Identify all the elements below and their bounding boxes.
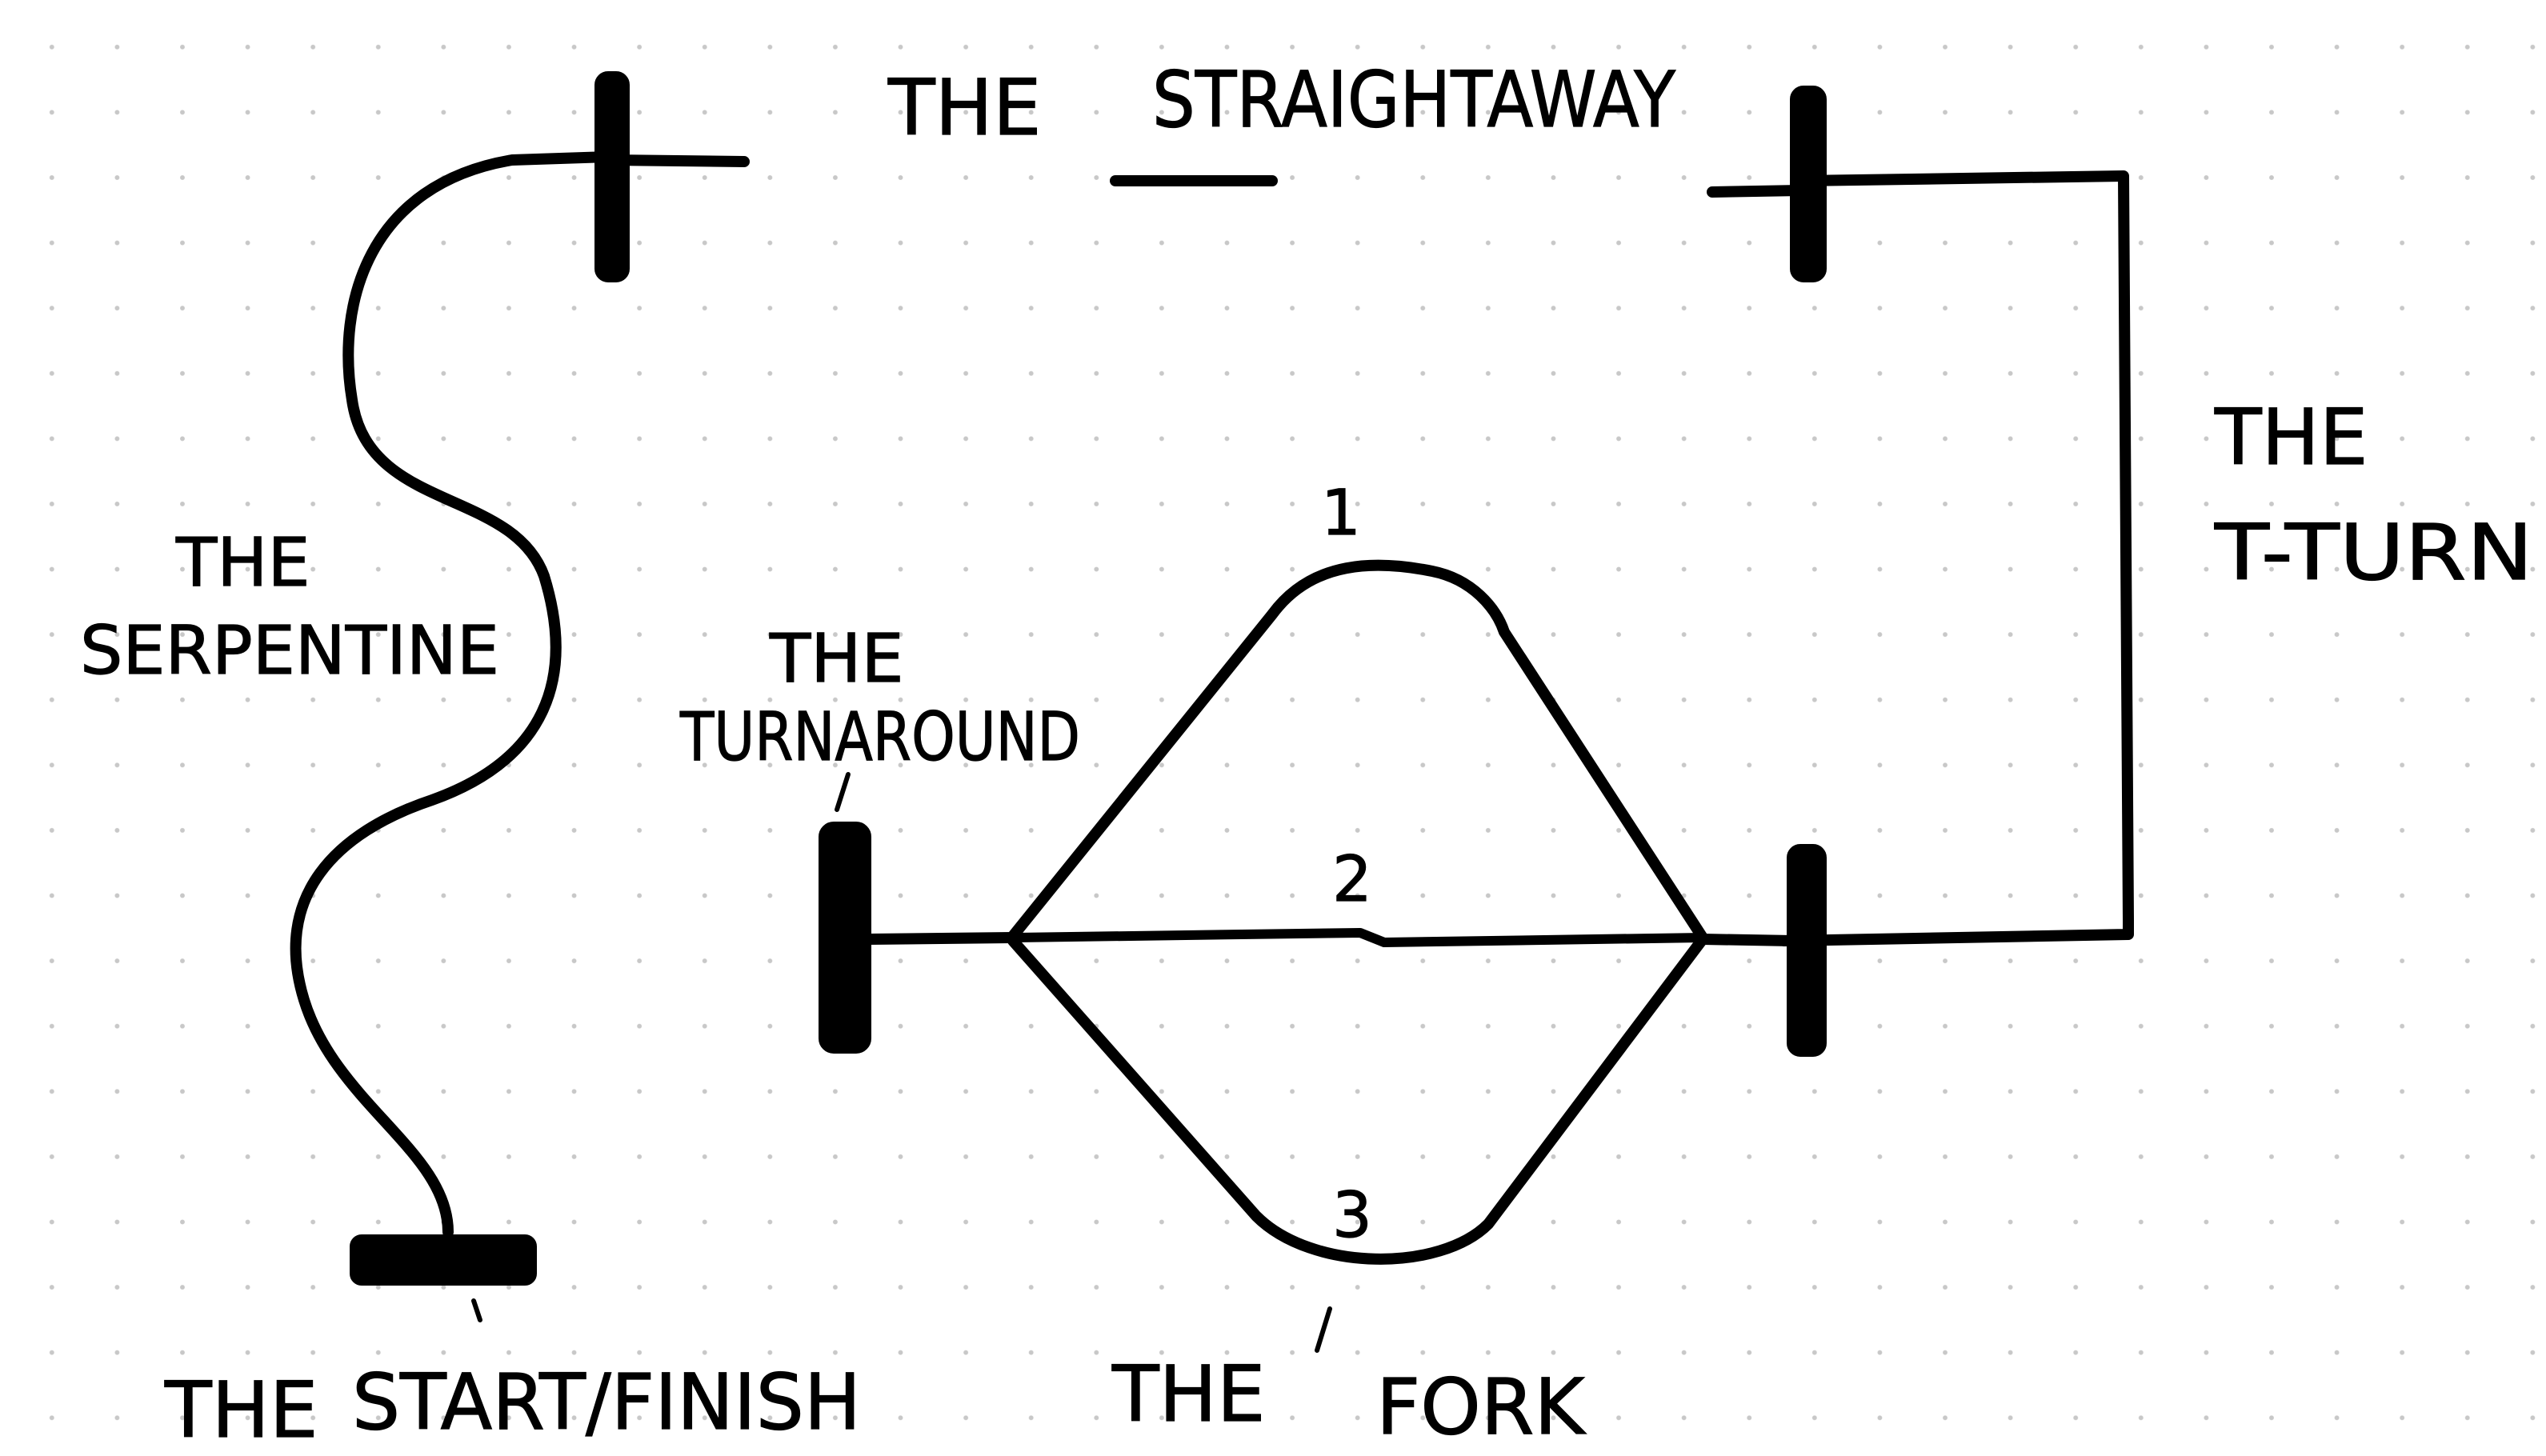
start-finish-pointer-tick xyxy=(471,1298,482,1322)
turnaround-label-line2: TURNAROUND xyxy=(679,698,1080,776)
fork-branch-3 xyxy=(1007,934,1708,1265)
fork-branch-2-number: 2 xyxy=(1332,844,1372,916)
pointer-ticks xyxy=(471,772,1332,1353)
turnaround-stub xyxy=(863,932,1019,945)
checkpoint-start-finish xyxy=(350,1234,537,1286)
fork-pointer-tick xyxy=(1315,1306,1332,1353)
fork-label-prefix: THE xyxy=(1111,1350,1265,1439)
straightaway-label-prefix: THE xyxy=(887,63,1041,153)
checkpoint-fork-exit xyxy=(1787,844,1827,1057)
serpentine-label-line1: THE xyxy=(175,523,310,602)
start-finish-label-prefix: THE xyxy=(164,1366,318,1455)
serpentine-path xyxy=(290,151,614,1238)
track-lines xyxy=(290,151,2134,1265)
fork-branch-2 xyxy=(1008,928,1707,947)
turnaround-pointer-tick xyxy=(835,772,851,812)
fork-branch-1-number: 1 xyxy=(1321,478,1361,550)
fork-label: FORK xyxy=(1376,1362,1586,1452)
labels: THE STRAIGHTAWAY THE SERPENTINE THE TURN… xyxy=(79,54,2533,1455)
turnaround-label-line1: THE xyxy=(769,619,904,698)
checkpoint-straightaway-start xyxy=(594,71,630,282)
t-turn-label-line2: T-TURN xyxy=(2214,508,2533,598)
t-turn-path xyxy=(1779,170,2134,946)
serpentine-label-line2: SERPENTINE xyxy=(80,611,499,690)
start-finish-label: START/FINISH xyxy=(352,1358,861,1447)
fork-exit-stub xyxy=(1697,934,1798,946)
straightaway-label: STRAIGHTAWAY xyxy=(1152,55,1675,145)
checkpoint-t-turn-start xyxy=(1790,86,1827,282)
checkpoints xyxy=(350,71,1827,1286)
fork-branch-1 xyxy=(1007,559,1708,943)
fork-branch-3-number: 3 xyxy=(1332,1180,1372,1252)
straightaway-start-stub xyxy=(602,154,750,167)
checkpoint-turnaround xyxy=(819,822,871,1054)
straightaway-end-stub xyxy=(1707,185,1806,198)
t-turn-label-line1: THE xyxy=(2214,393,2368,482)
